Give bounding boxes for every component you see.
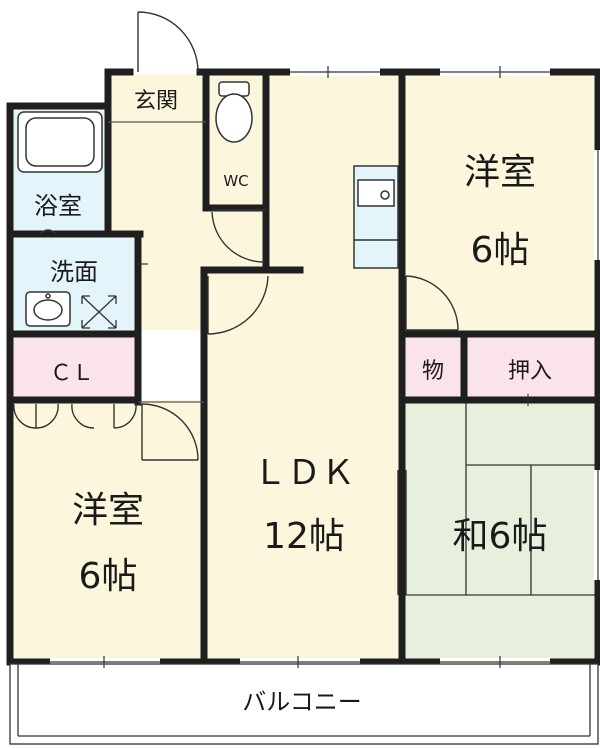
closet-label: ＣＬ xyxy=(50,361,94,386)
labels: 玄関 WC 浴室 洗面 ＣＬ 洋室 6帖 物 押入 ＬＤＫ 12帖 和6帖 洋室… xyxy=(34,89,552,716)
oshiire-label: 押入 xyxy=(508,359,552,384)
oshiire-area xyxy=(464,336,596,398)
entrance-label: 玄関 xyxy=(134,89,178,114)
ldk-size: 12帖 xyxy=(263,516,345,557)
washing-machine-space-icon xyxy=(81,295,117,329)
storage-small-area xyxy=(402,336,462,398)
ldk-area xyxy=(206,74,402,660)
western-left-name: 洋室 xyxy=(72,490,144,531)
balcony-label: バルコニー xyxy=(242,688,362,716)
western-top-area xyxy=(402,74,596,336)
tatami-lines xyxy=(402,400,596,596)
entrance-area xyxy=(108,74,208,122)
bathtub-icon xyxy=(17,111,103,173)
outlet-marks xyxy=(103,66,529,668)
doors xyxy=(13,11,459,595)
japanese-area xyxy=(402,400,596,660)
ldk-name: ＬＤＫ xyxy=(253,453,355,493)
western-top-size: 6帖 xyxy=(471,230,530,271)
japanese-label: 和6帖 xyxy=(453,516,548,557)
wc-label: WC xyxy=(223,172,248,190)
western-top-name: 洋室 xyxy=(464,152,536,193)
bath-label: 浴室 xyxy=(34,192,82,220)
western-left-size: 6帖 xyxy=(79,556,138,597)
windows xyxy=(50,68,600,666)
balcony xyxy=(9,663,599,745)
storage-small-label: 物 xyxy=(422,359,444,384)
wash-basin-icon xyxy=(25,291,71,327)
closet-area xyxy=(12,336,138,400)
western-left-area xyxy=(12,400,206,660)
thin-lines xyxy=(108,121,206,403)
kitchen-counter-icon xyxy=(353,165,399,269)
toilet-icon xyxy=(215,81,253,143)
washroom-label: 洗面 xyxy=(50,258,98,286)
